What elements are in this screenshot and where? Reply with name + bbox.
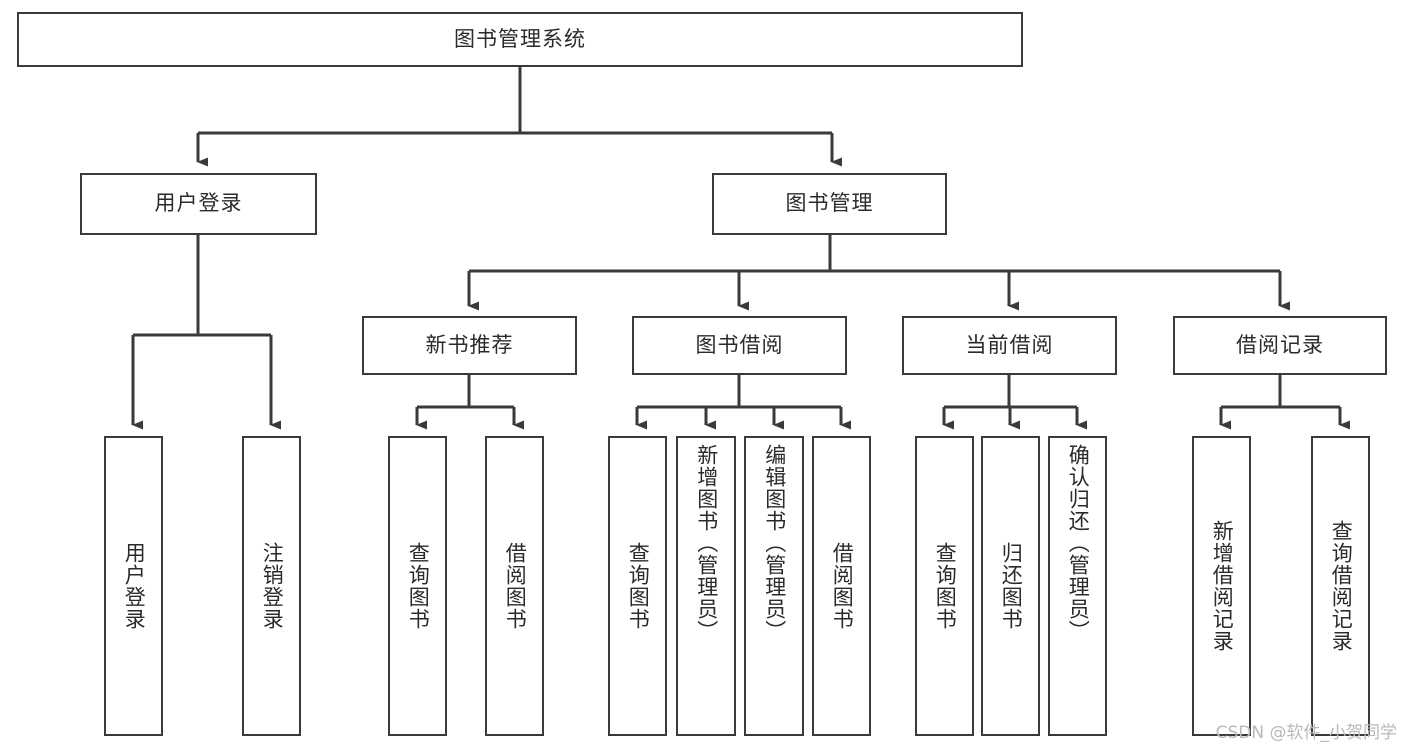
node-label: 当前借阅 (965, 332, 1054, 357)
leaf-current-query-book[interactable]: 查询图书 (915, 436, 974, 736)
leaf-borrow-edit-book-admin[interactable]: 编辑图书（管理员） (744, 436, 804, 736)
node-book-management[interactable]: 图书管理 (712, 173, 947, 235)
node-label: 借阅图书 (503, 542, 528, 630)
node-label: 确认归还（管理员） (1066, 444, 1091, 642)
node-book-borrow[interactable]: 图书借阅 (632, 316, 847, 375)
leaf-recommend-borrow-book[interactable]: 借阅图书 (485, 436, 544, 736)
leaf-borrow-borrow-book[interactable]: 借阅图书 (812, 436, 871, 736)
leaf-record-add-record[interactable]: 新增借阅记录 (1192, 436, 1251, 736)
node-label: 图书借阅 (695, 332, 784, 357)
leaf-user-login-signout[interactable]: 注销登录 (242, 436, 301, 736)
leaf-user-login-signin[interactable]: 用户登录 (104, 436, 163, 736)
node-label: 归还图书 (999, 542, 1024, 630)
leaf-borrow-query-book[interactable]: 查询图书 (608, 436, 667, 736)
node-label: 查询图书 (406, 542, 431, 630)
leaf-borrow-add-book-admin[interactable]: 新增图书（管理员） (676, 436, 736, 736)
node-label: 查询图书 (626, 542, 651, 630)
node-label: 借阅记录 (1236, 332, 1324, 357)
node-label: 用户登录 (154, 191, 243, 216)
node-label: 借阅图书 (830, 542, 855, 630)
node-label: 新增图书（管理员） (694, 444, 719, 642)
node-label: 新增借阅记录 (1210, 520, 1235, 652)
node-label: 新书推荐 (425, 332, 514, 357)
leaf-recommend-query-book[interactable]: 查询图书 (388, 436, 447, 736)
node-label: 用户登录 (122, 542, 147, 630)
node-current-borrow[interactable]: 当前借阅 (902, 316, 1117, 375)
leaf-current-return-book[interactable]: 归还图书 (981, 436, 1040, 736)
leaf-current-confirm-return-admin[interactable]: 确认归还（管理员） (1048, 436, 1107, 736)
node-borrow-record[interactable]: 借阅记录 (1173, 316, 1387, 375)
csdn-watermark: CSDN @软件_小贺同学 (1215, 723, 1397, 743)
node-root-system[interactable]: 图书管理系统 (17, 12, 1023, 67)
node-new-book-recommend[interactable]: 新书推荐 (362, 316, 577, 375)
node-label: 查询图书 (933, 542, 958, 630)
node-label: 图书管理系统 (454, 26, 586, 51)
leaf-record-query-record[interactable]: 查询借阅记录 (1311, 436, 1370, 736)
node-label: 图书管理 (785, 191, 874, 216)
node-label: 编辑图书（管理员） (762, 444, 787, 642)
node-label: 注销登录 (260, 542, 285, 630)
node-label: 查询借阅记录 (1329, 520, 1354, 652)
node-user-login[interactable]: 用户登录 (80, 173, 317, 235)
